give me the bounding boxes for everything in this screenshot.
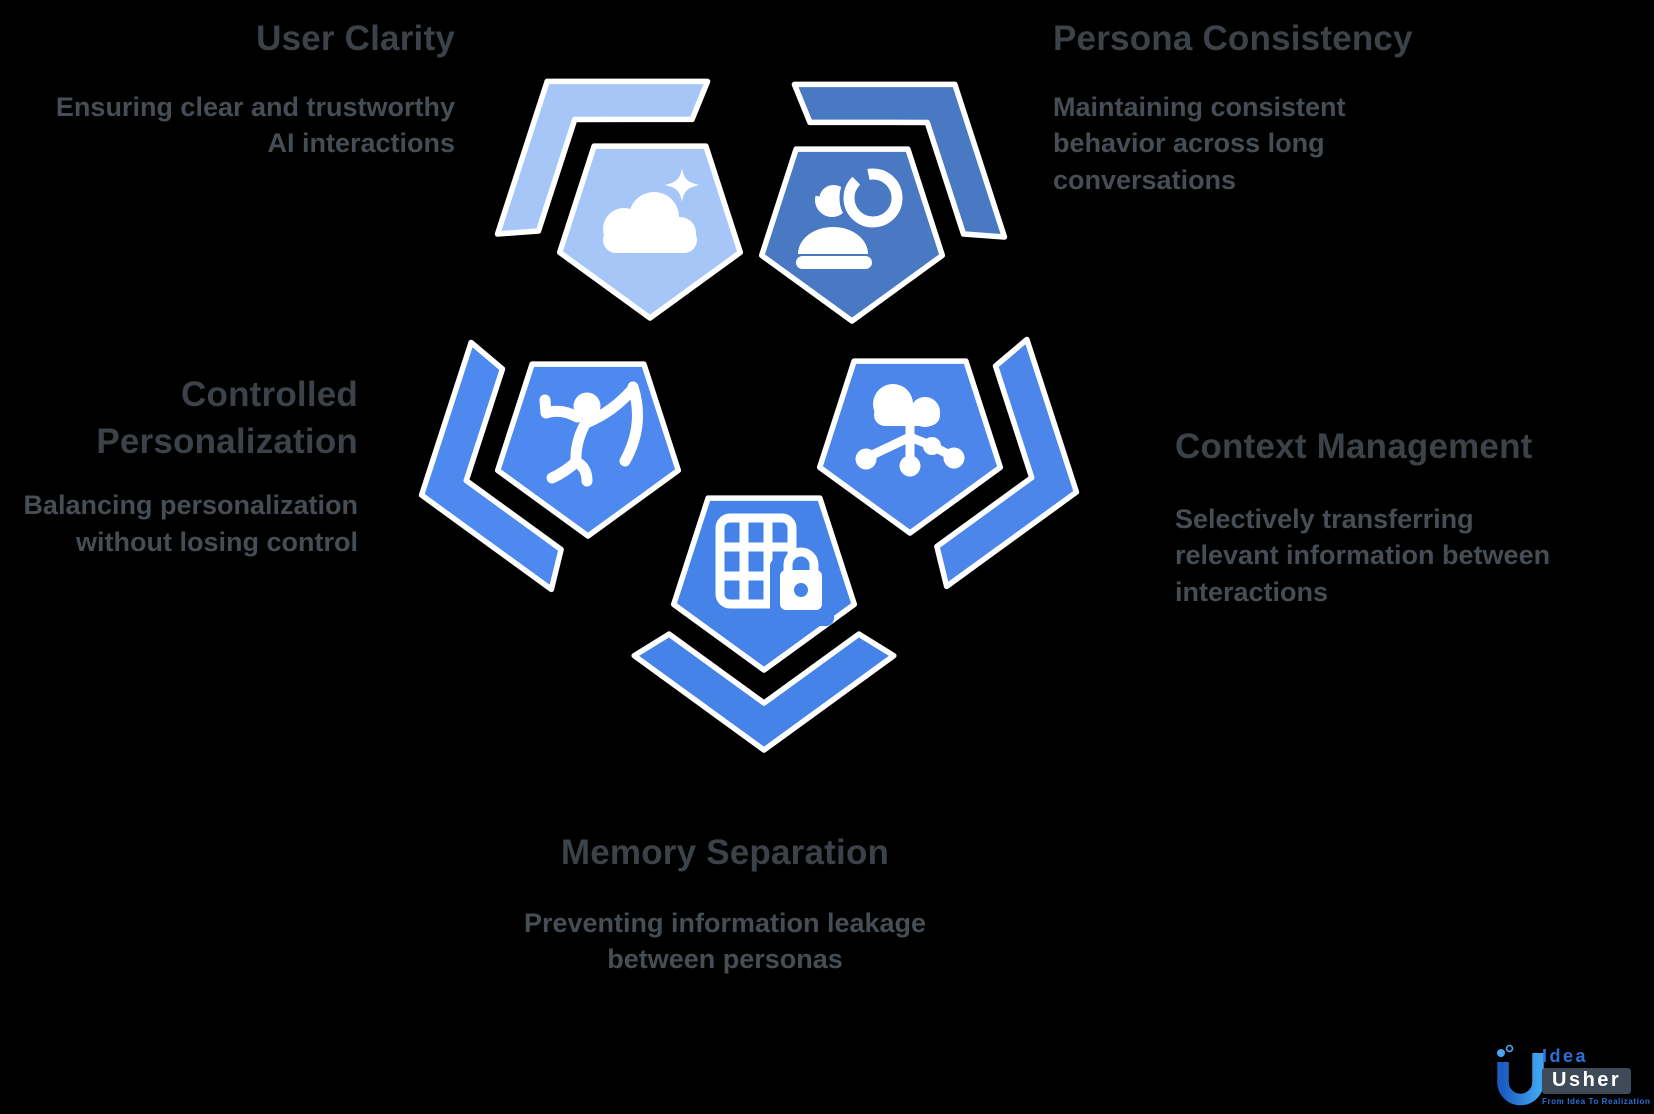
item-description: Maintaining consistent behavior across l…	[1053, 91, 1346, 195]
label-block-user-clarity: User Clarity Ensuring clear and trustwor…	[45, 16, 455, 162]
item-heading: Persona Consistency	[1053, 19, 1413, 58]
module-user-clarity	[494, 78, 744, 321]
item-description: Balancing personalization without losing…	[23, 490, 358, 557]
item-description: Selectively transferring relevant inform…	[1175, 503, 1551, 607]
item-description: Preventing information leakage between p…	[523, 907, 927, 975]
module-memory-separation	[631, 495, 897, 753]
u-logo-mark	[1497, 1044, 1544, 1106]
item-heading: Controlled Personalization	[96, 375, 358, 461]
label-block-context-management: Context Management Selectively transferr…	[1175, 424, 1605, 611]
module-persona-consistency	[758, 81, 1008, 324]
label-block-memory-separation: Memory Separation Preventing information…	[505, 830, 945, 978]
chevron-arc	[418, 339, 564, 593]
persona-sync-icon	[796, 162, 907, 269]
logo-text-idea: Idea	[1542, 1046, 1589, 1066]
label-block-controlled-personalization: Controlled Personalization Balancing per…	[8, 372, 358, 561]
logo-text-usher: Usher	[1542, 1068, 1632, 1094]
logo-tagline: From Idea To Realization	[1542, 1097, 1651, 1106]
chevron-arc	[791, 81, 1008, 240]
chevron-arc	[631, 631, 897, 753]
label-block-persona-consistency: Persona Consistency Maintaining consiste…	[1053, 16, 1453, 199]
item-heading: Memory Separation	[560, 833, 890, 872]
module-context-management	[816, 336, 1080, 590]
chevron-arc	[494, 78, 711, 237]
item-heading: User Clarity	[256, 19, 455, 58]
pentagon	[494, 361, 682, 539]
idea-usher-logo: Idea Usher From Idea To Realization	[1494, 1044, 1651, 1108]
grid-lock-icon	[715, 513, 834, 626]
chevron-arc	[934, 336, 1080, 590]
item-description: Ensuring clear and trustworthy AI intera…	[55, 91, 455, 159]
cloud-sparkle-icon	[603, 168, 699, 253]
item-heading: Context Management	[1175, 427, 1533, 466]
climbing-person-icon	[539, 381, 643, 487]
cloud-network-icon	[855, 384, 965, 477]
module-controlled-personalization	[418, 339, 682, 593]
